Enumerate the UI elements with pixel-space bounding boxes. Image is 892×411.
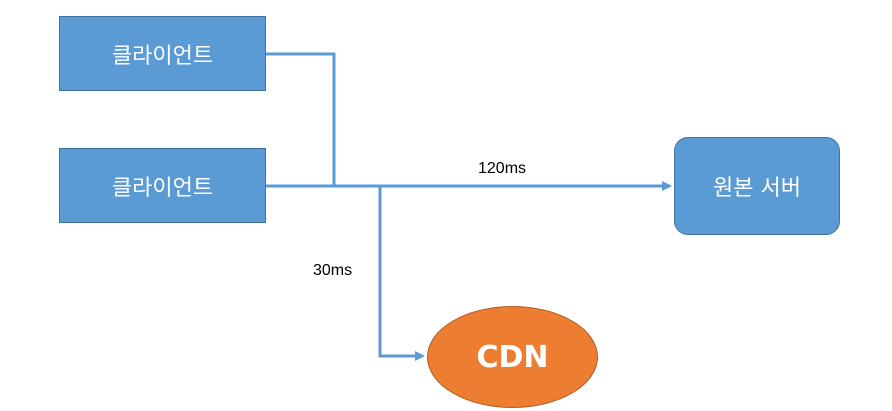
cdn-node: CDN <box>427 306 598 408</box>
connector-client-1-to-bus <box>266 52 336 186</box>
origin-server-label: 원본 서버 <box>713 176 801 201</box>
client-node-1: 클라이언트 <box>59 16 266 91</box>
origin-server-node: 원본 서버 <box>674 137 840 235</box>
client-node-2: 클라이언트 <box>59 148 266 223</box>
client-node-1-label: 클라이언트 <box>111 43 214 69</box>
connector-to-cdn <box>378 186 425 361</box>
cdn-latency-label: 30ms <box>313 262 353 279</box>
client-node-2-label: 클라이언트 <box>111 175 214 201</box>
cdn-label: CDN <box>476 339 549 375</box>
origin-latency-label: 120ms <box>478 160 527 177</box>
